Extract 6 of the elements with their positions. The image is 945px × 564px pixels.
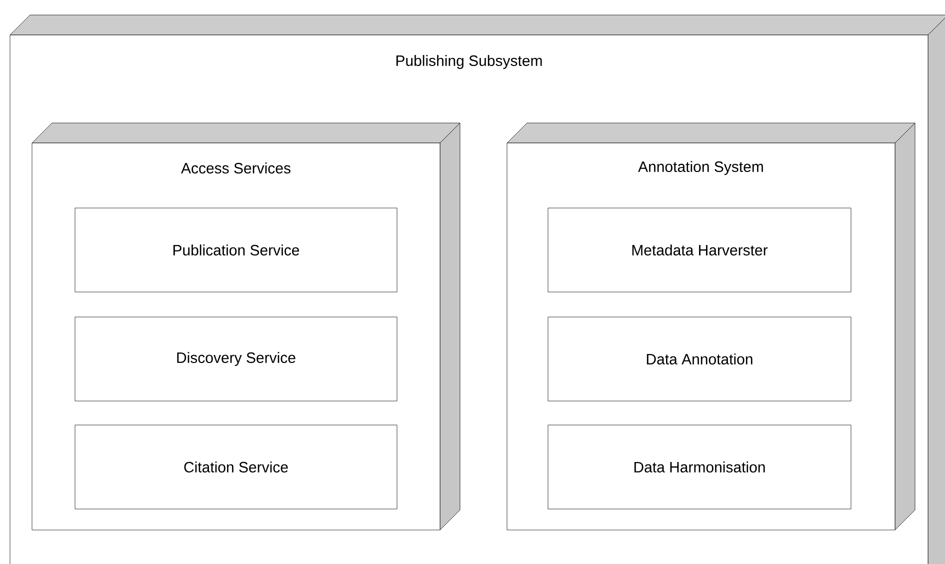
component-box: Metadata Harverster bbox=[548, 208, 852, 292]
component-box: Citation Service bbox=[74, 424, 398, 510]
component-box: Publication Service bbox=[74, 208, 398, 292]
component-box: Data Harmonisation bbox=[548, 424, 852, 510]
component-box: Data Annotation bbox=[548, 316, 852, 402]
component-box: Discovery Service bbox=[74, 316, 398, 402]
